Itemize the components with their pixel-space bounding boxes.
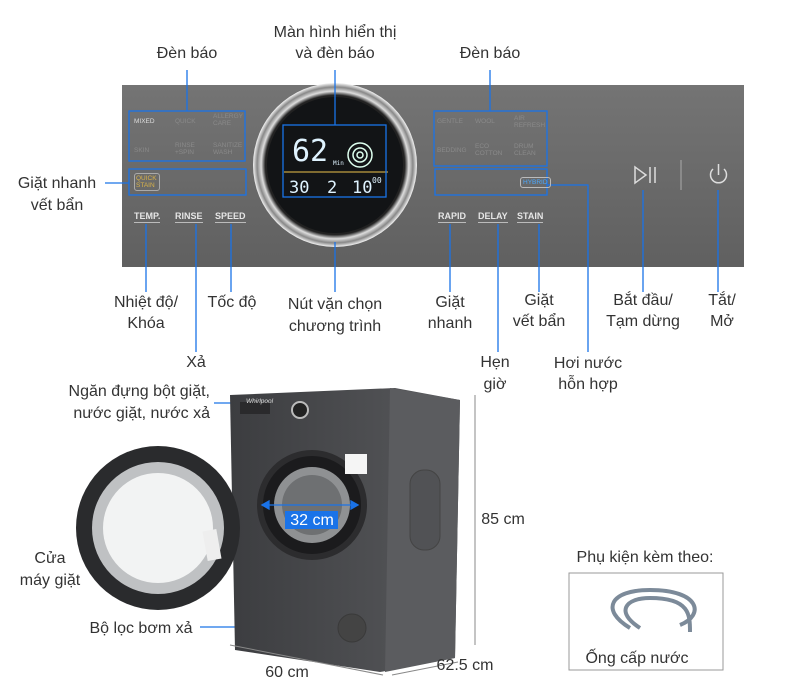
label-display-2: và đèn báo [295,45,375,62]
program-gentle: GENTLE [437,118,464,125]
program-bedding: BEDDING [437,147,467,154]
label-dial-1: Nút vặn chọn [287,296,383,313]
label-power-2: Mở [710,313,734,330]
label-delay-1: Hẹn [480,354,510,371]
label-quick-stain-1: Giặt nhanh [17,175,97,192]
label-display-1: Màn hình hiển thị [273,24,397,41]
display-minutes: 62 [292,134,329,169]
display-rinse-count: 2 [327,178,338,198]
label-filter: Bộ lọc bơm xả [89,620,193,637]
label-stain-2: vết bẩn [512,313,566,330]
label-accessories-title: Phụ kiện kèm theo: [576,549,714,566]
label-hybrid-1: Hơi nước [553,355,623,372]
rapid-button[interactable]: RAPID [438,211,467,223]
program-mixed: MIXED [134,118,155,125]
label-rinse: Xả [186,354,206,371]
label-rapid-2: nhanh [427,315,473,332]
label-hybrid-2: hỗn hợp [558,376,618,393]
label-door-2: máy giặt [19,572,81,589]
label-door-1: Cửa [34,550,66,567]
label-indicator-left: Đèn báo [156,45,218,62]
quick-stain-indicator[interactable]: QUICK STAIN [134,173,160,191]
label-drawer-1: Ngăn đựng bột giặt, [68,383,210,400]
water-hose-icon [610,587,697,633]
display-temp: 30 [289,178,310,198]
program-quick: QUICK [175,118,196,125]
label-drawer-2: nước giặt, nước xả [73,405,210,422]
drain-filter [337,613,367,643]
display-min-unit: Min [333,160,344,167]
program-skin: SKIN [134,147,150,154]
label-dial-2: chương trình [288,318,382,335]
label-quick-stain-2: vết bẩn [30,197,84,214]
power-icon [709,164,728,184]
program-drum-clean: DRUM CLEAN [514,143,536,157]
label-accessory-item: Ống cấp nước [585,650,689,667]
label-rapid-1: Giặt [435,294,465,311]
label-temp-2: Khóa [127,315,165,332]
speed-button[interactable]: SPEED [215,211,246,223]
hybrid-indicator[interactable]: HYBRID [520,177,551,188]
temp-button[interactable]: TEMP. [134,211,161,223]
rinse-button[interactable]: RINSE [175,211,203,223]
label-door-diameter: 32 cm [290,512,334,529]
stain-button[interactable]: STAIN [517,211,544,223]
washing-machine [76,388,460,672]
control-panel [122,85,744,267]
brand-logo: Whirlpool [246,398,274,405]
label-height: 85 cm [481,511,525,528]
label-depth: 62.5 cm [436,657,494,674]
label-power-1: Tắt/ [708,292,736,309]
delay-button[interactable]: DELAY [478,211,508,223]
program-air-refresh: AIR REFRESH [514,115,546,129]
wash-swirl-icon [347,142,373,168]
program-wool: WOOL [475,118,495,125]
program-eco-cotton: ECO COTTON [475,143,503,157]
label-stain-1: Giặt [524,292,554,309]
display-hour: 10 [352,178,373,198]
label-width: 60 cm [265,664,309,681]
label-delay-2: giờ [483,376,507,393]
label-indicator-right: Đèn báo [459,45,521,62]
label-start-1: Bắt đầu/ [613,292,673,309]
start-pause-icon [634,165,656,185]
program-rinse-spin: RINSE +SPIN [175,142,195,156]
program-sanitize-wash: SANITIZE WASH [213,142,243,156]
label-start-2: Tạm dừng [606,313,680,330]
program-allergy-care: ALLERGY CARE [213,113,243,127]
label-speed: Tốc độ [207,294,257,311]
display-minute: 00 [372,176,382,185]
label-temp-1: Nhiệt độ/ [113,294,179,311]
